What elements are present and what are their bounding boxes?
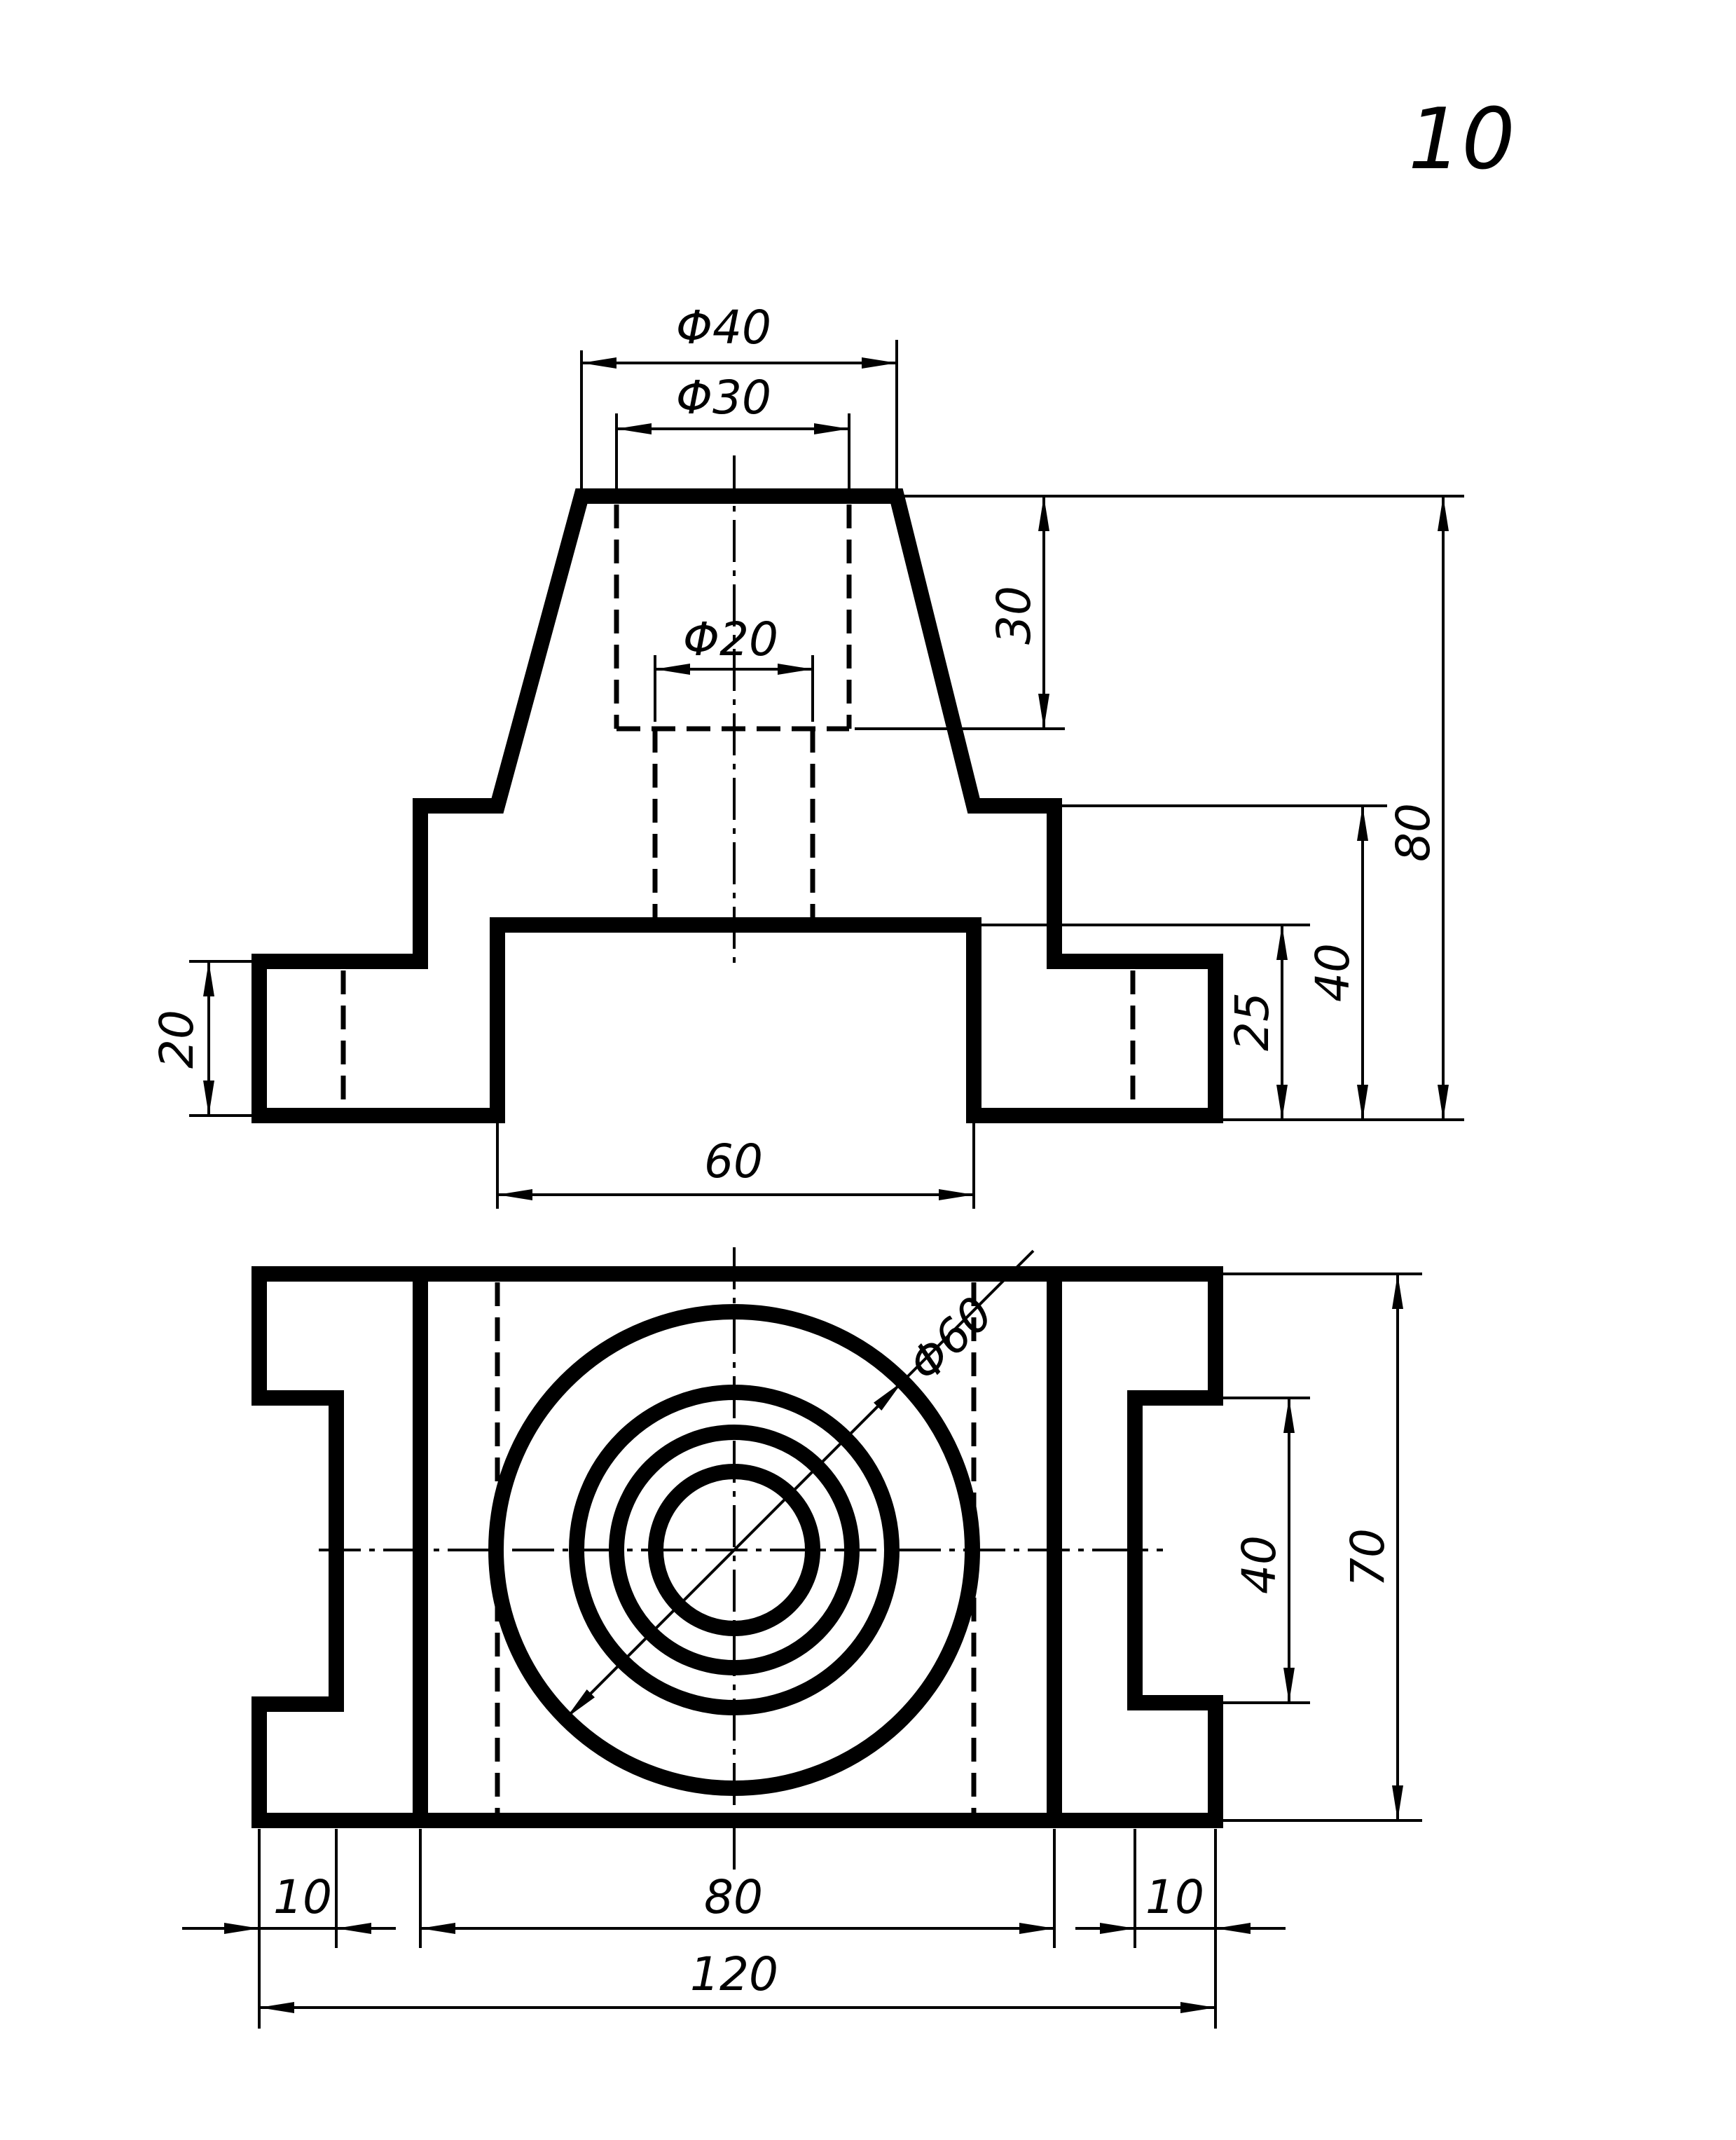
- dim-10-right-label: 10: [1145, 1870, 1204, 1924]
- dim-40-label: 40: [1306, 943, 1360, 1002]
- dim-dia40-label: Φ40: [676, 301, 771, 355]
- dim-dia60-ext: [901, 1249, 1035, 1383]
- dim-dia20-label: Φ20: [683, 612, 778, 666]
- dim-dia60: [565, 1380, 904, 1720]
- top-outline: [252, 1266, 1223, 1828]
- dim-slot-40-label: 40: [1232, 1535, 1286, 1594]
- dim-60-label: 60: [704, 1134, 763, 1188]
- dim-80-label: 80: [1386, 803, 1440, 862]
- dim-120-label: 120: [690, 1947, 778, 2001]
- dim-20-label: 20: [150, 1010, 204, 1069]
- dim-80-width-label: 80: [704, 1870, 763, 1924]
- front-outline: [252, 488, 1223, 1123]
- dim-dia60-label: Φ60: [898, 1287, 1004, 1392]
- dim-dia30-label: Φ30: [676, 371, 771, 425]
- dim-10-left-label: 10: [273, 1870, 332, 1924]
- dim-30-label: 30: [987, 586, 1041, 645]
- front-view: Φ40 Φ30 Φ20 30 80 40 25 20: [150, 301, 1464, 1209]
- top-view: Φ60 70 40 10 80 10 120: [182, 1247, 1422, 2029]
- page-number: 10: [1408, 91, 1515, 188]
- dim-25-label: 25: [1225, 992, 1279, 1051]
- dim-70-label: 70: [1341, 1528, 1395, 1587]
